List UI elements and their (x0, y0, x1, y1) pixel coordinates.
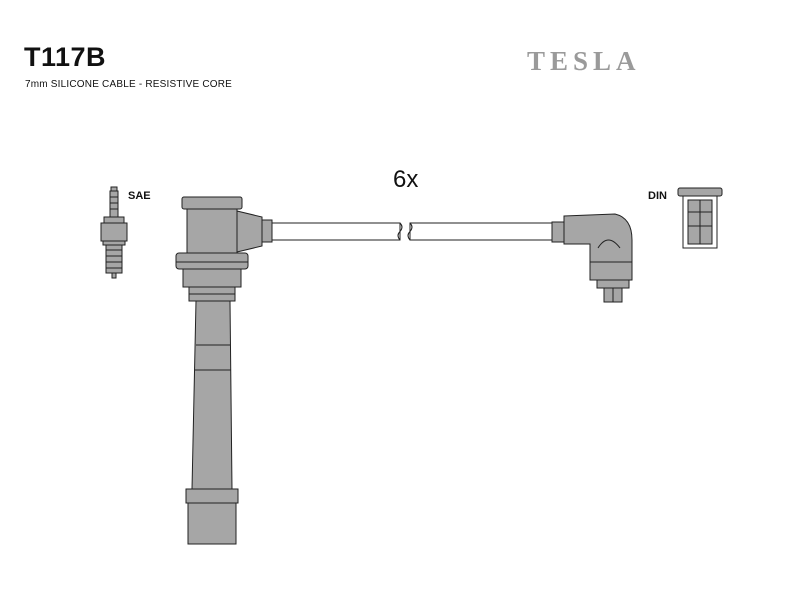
din-terminal-icon (677, 187, 723, 249)
distributor-type-label: DIN (648, 190, 667, 202)
cable-description: 7mm SILICONE CABLE - RESISTIVE CORE (25, 79, 233, 90)
spark-plug-type-label: SAE (128, 190, 151, 202)
spark-plug-icon (100, 186, 128, 279)
part-number: T117B (24, 42, 107, 72)
spark-plug-boot (175, 196, 273, 545)
tesla-logo: TESLA (527, 46, 641, 76)
brand-text: TESLA (527, 46, 641, 76)
quantity-label: 6x (393, 166, 419, 193)
distributor-boot (551, 213, 633, 303)
ignition-cable (271, 222, 559, 241)
